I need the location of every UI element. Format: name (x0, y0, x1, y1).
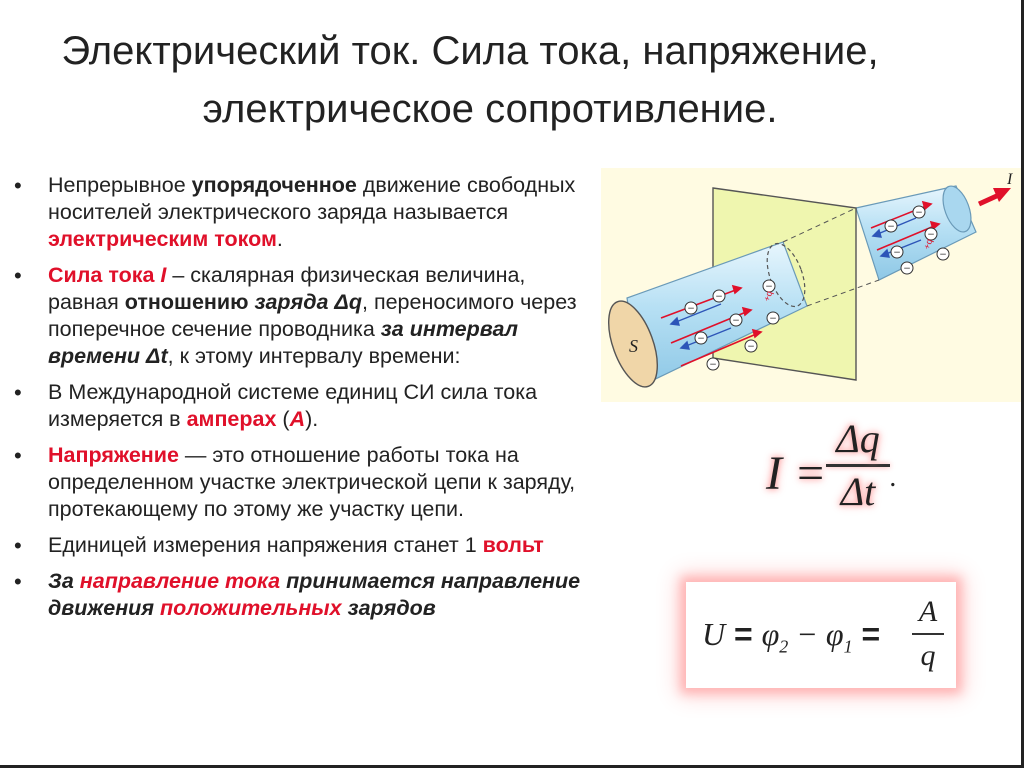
svg-text:−: − (765, 282, 773, 292)
formula-fraction: Δq Δt (826, 416, 890, 515)
formula-fraction: A q (912, 594, 944, 674)
svg-text:−: − (903, 264, 911, 274)
current-direction-arrow (977, 188, 1011, 207)
text-highlight: электрическим током (48, 227, 277, 251)
title-line-2: электрическое сопротивление. (202, 87, 778, 131)
svg-text:−: − (687, 304, 695, 314)
equals-sign: = (725, 616, 762, 652)
formula-end: . (890, 462, 897, 493)
svg-text:−: − (732, 316, 740, 326)
text: . (276, 227, 283, 251)
electron-signs: −− −− −− −− −− −− −− (687, 208, 947, 370)
text-highlight: I (160, 263, 167, 287)
svg-text:−: − (893, 248, 901, 258)
formula-denominator: Δt (840, 469, 876, 514)
bullet-definition-current: Непрерывное упорядоченное движение свобо… (12, 172, 602, 253)
text-highlight: направление тока (79, 569, 281, 593)
bullet-current-direction: За направление тока принимается направле… (12, 568, 602, 622)
slide-title: Электрический ток. Сила тока, напряжение… (20, 22, 920, 138)
text: — это отношение работы тока на определен… (48, 443, 576, 521)
subscript: 1 (843, 636, 853, 657)
text: , к этому интервалу времени: (167, 344, 461, 368)
cross-section-label: S (629, 336, 638, 356)
svg-text:−: − (697, 334, 705, 344)
symbol-u: U (702, 616, 726, 652)
text: , переносимого через поперечное сечение … (48, 290, 577, 341)
fraction-bar (912, 633, 944, 635)
text-bold-italic: принимается направление движения (48, 569, 581, 620)
text-bold: отношению (124, 290, 249, 314)
electron-markers (684, 205, 950, 371)
svg-text:−: − (939, 250, 947, 260)
text-highlight: А (289, 407, 306, 431)
svg-text:−: − (709, 360, 717, 370)
conductor-front (608, 241, 808, 388)
formula-numerator: Δq (836, 416, 880, 461)
text: В Международной системе единиц СИ сила т… (48, 380, 538, 431)
formula-expression: U = φ2 − φ1 = (702, 616, 880, 657)
text: Единицей измерения напряжения станет 1 (48, 533, 483, 557)
svg-text:−: − (915, 208, 923, 218)
conductor-diagram: −− −− −− −− −− −− −− +q +q S I (601, 168, 1022, 402)
title-line-1: Электрический ток. Сила тока, напряжение… (61, 29, 879, 73)
text-bold-italic: за интервал времени Δt (48, 317, 519, 368)
text-highlight: Напряжение (48, 443, 179, 467)
charge-label: +q (921, 238, 934, 251)
text: ). (305, 407, 319, 431)
conductor-illustration: −− −− −− −− −− −− −− +q +q S I (608, 171, 1013, 388)
bullet-list: Непрерывное упорядоченное движение свобо… (12, 172, 602, 631)
text-bold-italic: заряда Δq (254, 290, 362, 314)
svg-text:−: − (715, 292, 723, 302)
dashed-guide (806, 279, 880, 307)
formula-numerator: A (918, 595, 938, 628)
symbol-phi: φ (825, 616, 844, 652)
bullet-current-strength: Сила тока I – скалярная физическая велич… (12, 262, 602, 370)
svg-text:−: − (927, 230, 935, 240)
text-bold: упорядоченное (191, 173, 357, 197)
dashed-guide (782, 207, 857, 243)
text-bold-italic: зарядов (341, 596, 436, 620)
text: ( (276, 407, 290, 431)
svg-text:−: − (747, 342, 755, 352)
text: – скалярная физическая величина, равная (48, 263, 526, 314)
text-highlight: амперах (186, 407, 277, 431)
equals-sign: = (852, 616, 881, 652)
text-highlight: вольт (482, 533, 544, 557)
svg-text:−: − (769, 314, 777, 324)
formula-lhs: I = (766, 447, 827, 500)
bullet-si-units: В Международной системе единиц СИ сила т… (12, 379, 602, 433)
current-formula: I = Δq Δt . (752, 412, 902, 522)
text-highlight: положительных (159, 596, 342, 620)
formula-denominator: q (920, 639, 936, 672)
charge-label: +q (761, 290, 774, 303)
voltage-formula: U = φ2 − φ1 = A q (686, 582, 956, 688)
text: Непрерывное (48, 173, 192, 197)
bullet-voltage: Напряжение — это отношение работы тока н… (12, 442, 602, 523)
svg-text:−: − (887, 222, 895, 232)
symbol-phi: φ (761, 616, 780, 652)
fraction-bar (826, 464, 890, 467)
subscript: 2 (779, 636, 789, 657)
minus-sign: − (788, 616, 826, 652)
text-highlight: Сила тока (48, 263, 161, 287)
current-label: I (1006, 171, 1013, 188)
bullet-volt: Единицей измерения напряжения станет 1 в… (12, 532, 602, 559)
text-bold-italic: За (48, 569, 80, 593)
text: движение свободных носителей электрическ… (48, 173, 576, 224)
